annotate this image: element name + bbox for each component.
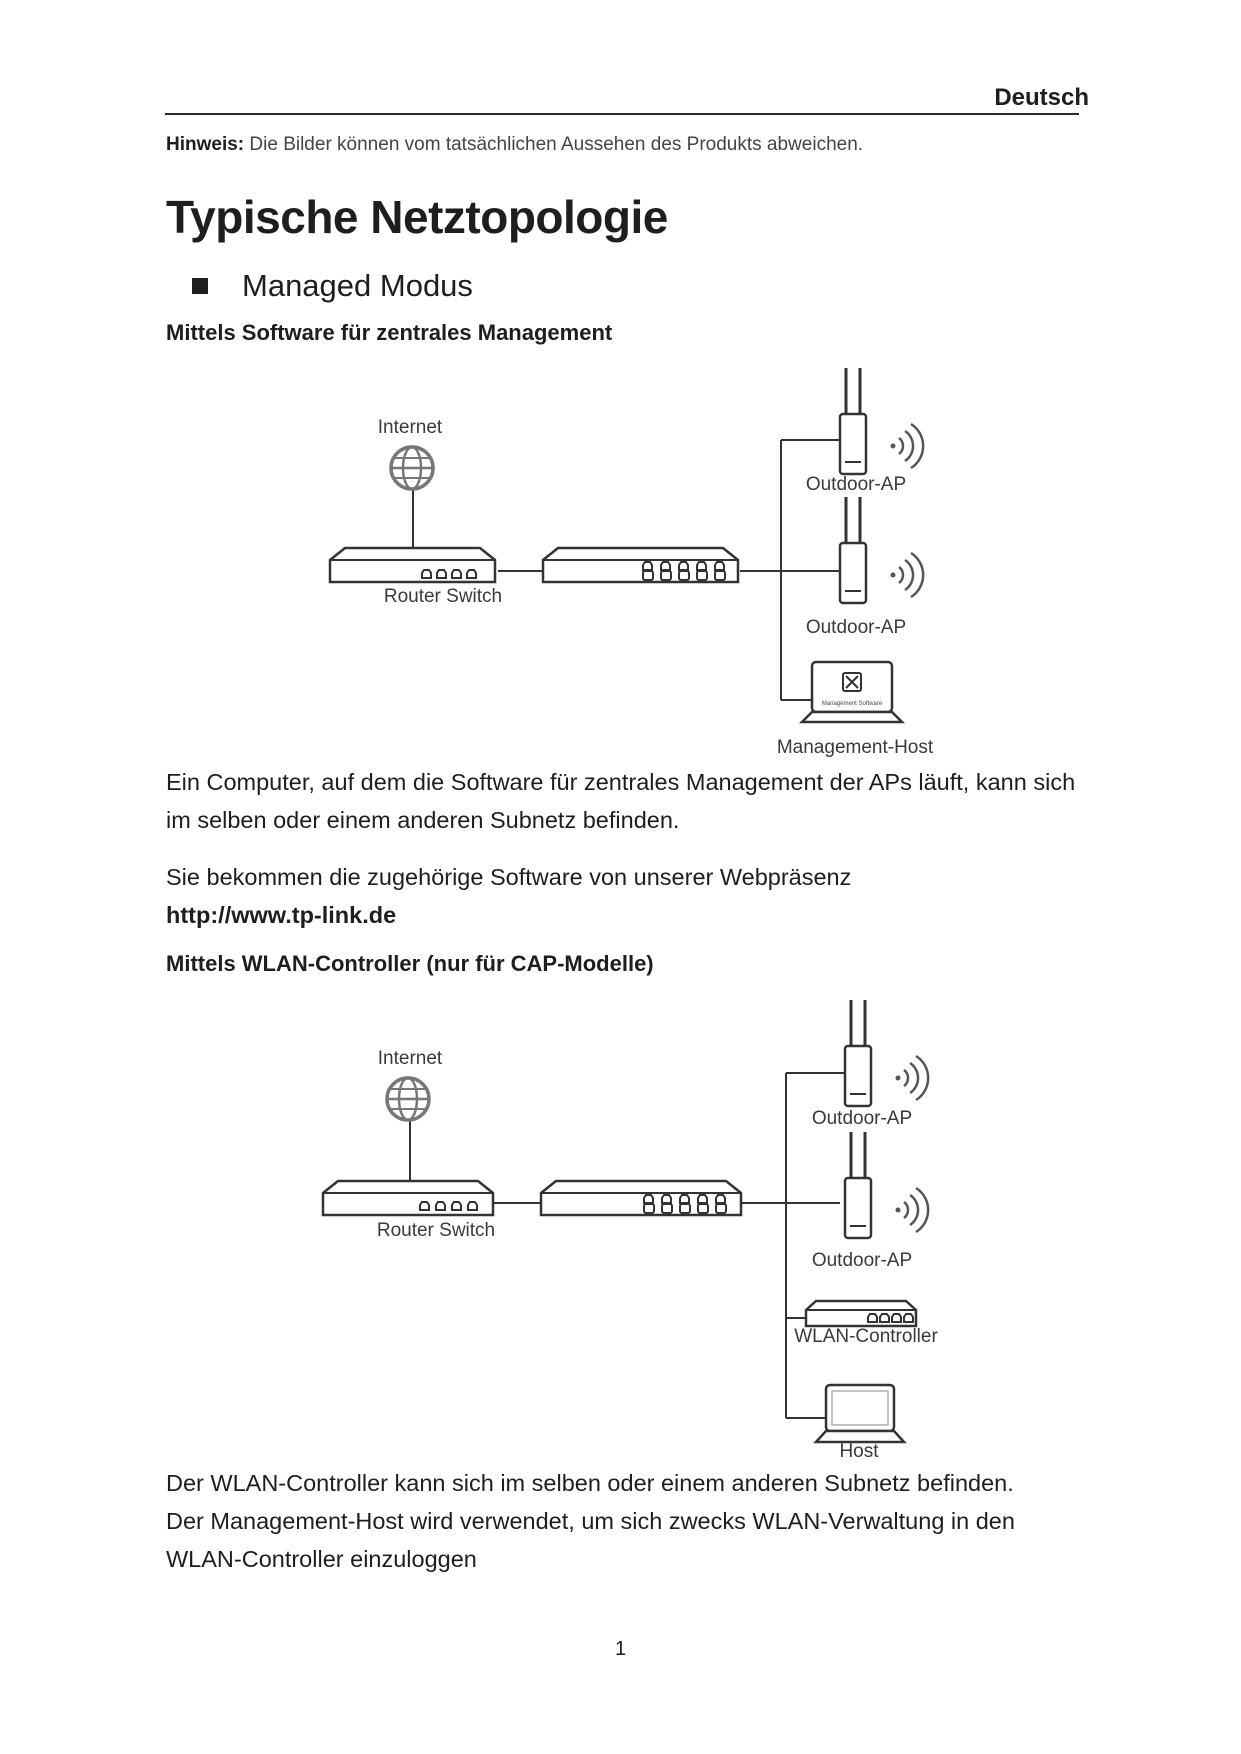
wifi-signal-icon <box>896 1188 929 1232</box>
switch-device-icon <box>541 1181 741 1215</box>
router-switch-label: Router Switch <box>384 586 502 607</box>
subsection-title-controller: Mittels WLAN-Controller (nur für CAP-Mod… <box>166 951 654 977</box>
section-heading: Managed Modus <box>166 268 473 304</box>
outdoor-ap-label-2: Outdoor-AP <box>812 1250 912 1271</box>
router-device-icon <box>323 1181 493 1215</box>
wifi-signal-icon <box>896 1056 929 1100</box>
website-link[interactable]: http://www.tp-link.de <box>166 896 1086 934</box>
router-switch-label: Router Switch <box>377 1220 495 1241</box>
router-device-icon <box>330 548 495 582</box>
topology-diagram-software: Internet Router Switch Outdoor-AP Outdoo… <box>0 350 1241 760</box>
internet-label: Internet <box>378 417 443 438</box>
laptop-icon: Management Software <box>802 662 902 722</box>
wlan-controller-device-icon <box>806 1301 916 1326</box>
wifi-signal-icon <box>891 553 924 597</box>
square-bullet-icon <box>192 278 208 294</box>
hint-note: Hinweis: Die Bilder können vom tatsächli… <box>166 134 863 156</box>
wifi-signal-icon <box>891 424 924 468</box>
laptop-icon <box>816 1385 904 1442</box>
internet-label: Internet <box>378 1048 443 1069</box>
paragraph-software-info: Ein Computer, auf dem die Software für z… <box>166 763 1086 839</box>
paragraph-controller-subnet: Der WLAN-Controller kann sich im selben … <box>166 1464 1086 1502</box>
switch-device-icon <box>543 548 738 582</box>
outdoor-ap-icon <box>840 497 866 603</box>
outdoor-ap-icon <box>845 1000 871 1106</box>
outdoor-ap-label-1: Outdoor-AP <box>812 1108 912 1129</box>
topology-diagram-controller: Internet Router Switch Outdoor-AP Outdoo… <box>0 980 1241 1468</box>
subsection-title-software: Mittels Software für zentrales Managemen… <box>166 320 612 346</box>
management-software-screen-text: Management Software <box>822 701 883 707</box>
language-label: Deutsch <box>994 84 1089 112</box>
outdoor-ap-icon <box>840 368 866 474</box>
paragraph-controller-login: Der Management-Host wird verwendet, um s… <box>166 1502 1086 1578</box>
page-title: Typische Netztopologie <box>166 190 668 244</box>
hint-label: Hinweis: <box>166 134 244 155</box>
outdoor-ap-icon <box>845 1132 871 1238</box>
hint-text: Die Bilder können vom tatsächlichen Auss… <box>249 134 863 155</box>
outdoor-ap-label-2: Outdoor-AP <box>806 617 906 638</box>
header-rule <box>165 113 1079 115</box>
internet-globe-icon <box>387 1078 429 1120</box>
management-host-label: Management-Host <box>777 737 934 758</box>
host-label: Host <box>839 1441 879 1462</box>
internet-globe-icon <box>391 447 433 489</box>
wlan-controller-label: WLAN-Controller <box>794 1326 938 1347</box>
section-title: Managed Modus <box>242 268 473 303</box>
outdoor-ap-label-1: Outdoor-AP <box>806 474 906 495</box>
page-number: 1 <box>0 1638 1241 1661</box>
paragraph-software-source: Sie bekommen die zugehörige Software von… <box>166 858 1086 896</box>
